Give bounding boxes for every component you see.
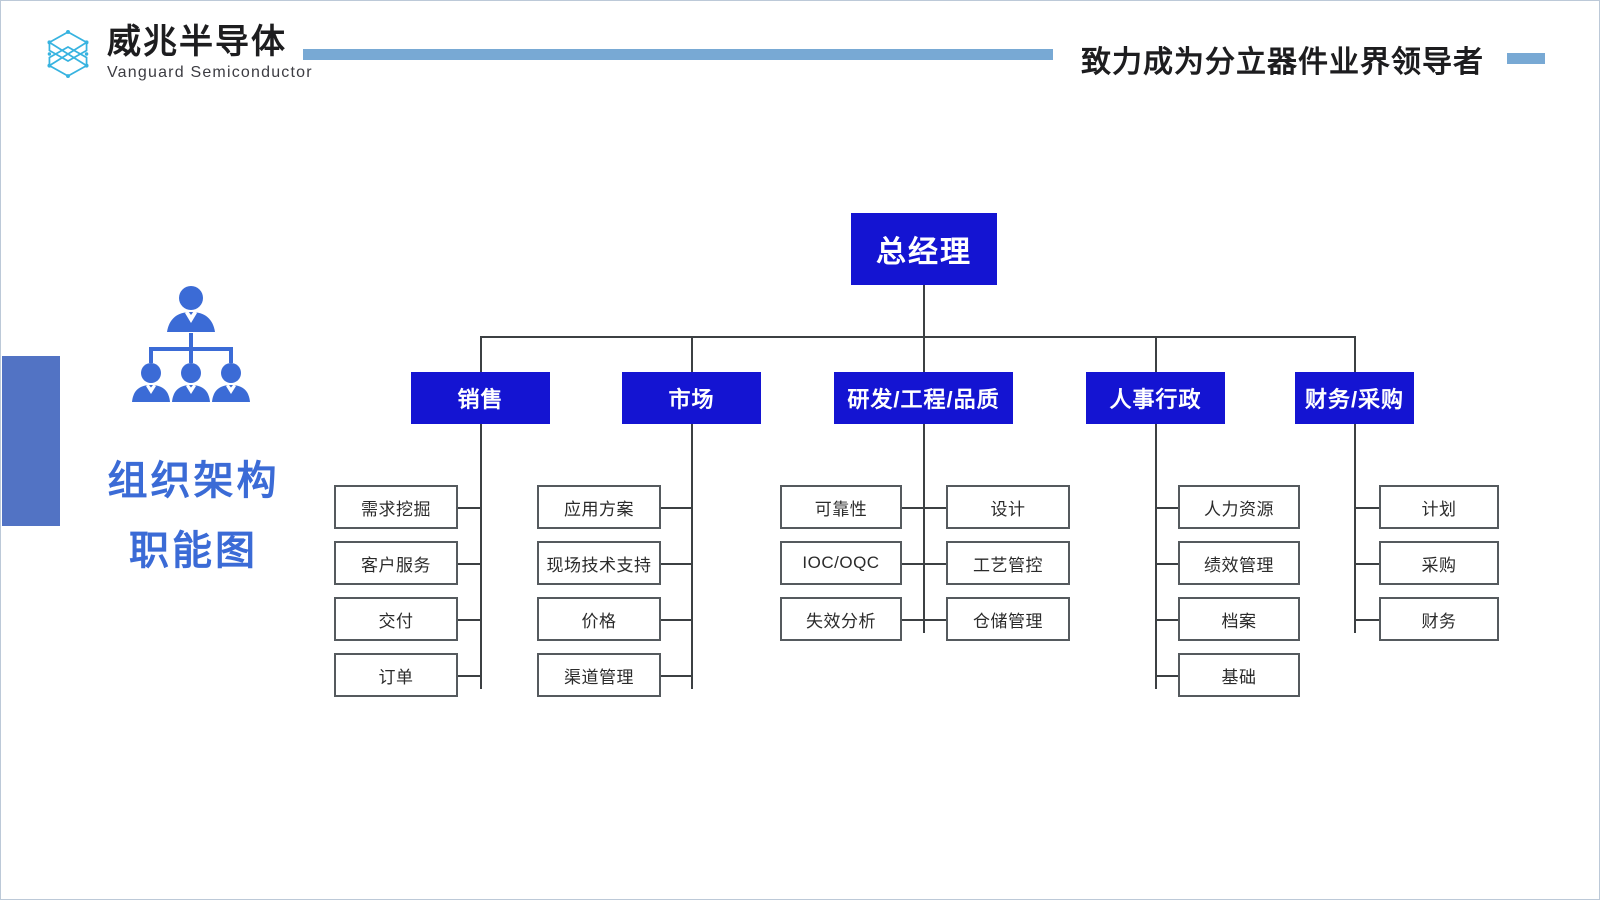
page-title: 组织架构 职能图 bbox=[71, 446, 316, 586]
node-leaf-finance-0[interactable]: 计划 bbox=[1379, 485, 1499, 529]
company-logo: 威兆半导体 Vanguard Semiconductor bbox=[39, 23, 313, 83]
node-dept-sales[interactable]: 销售 bbox=[411, 372, 550, 424]
node-dept-rnd[interactable]: 研发/工程/品质 bbox=[834, 372, 1013, 424]
connector-spine-sales bbox=[480, 424, 482, 689]
connector-tick-rnd-right-1 bbox=[923, 563, 946, 565]
connector-spine-hr bbox=[1155, 424, 1157, 689]
node-leaf-sales-3[interactable]: 订单 bbox=[334, 653, 458, 697]
logo-chinese-name: 威兆半导体 bbox=[107, 23, 287, 61]
node-leaf-sales-2[interactable]: 交付 bbox=[334, 597, 458, 641]
connector-tick-sales-0 bbox=[457, 507, 481, 509]
node-leaf-rnd-left-1[interactable]: IOC/OQC bbox=[780, 541, 902, 585]
connector-tick-market-2 bbox=[661, 619, 692, 621]
connector-tick-sales-2 bbox=[457, 619, 481, 621]
connector-bus bbox=[480, 336, 1355, 338]
node-leaf-market-3[interactable]: 渠道管理 bbox=[537, 653, 661, 697]
node-leaf-finance-2[interactable]: 财务 bbox=[1379, 597, 1499, 641]
node-leaf-hr-1[interactable]: 绩效管理 bbox=[1178, 541, 1300, 585]
connector-tick-hr-3 bbox=[1155, 675, 1178, 677]
connector-tick-rnd-left-2 bbox=[902, 619, 924, 621]
connector-tick-hr-0 bbox=[1155, 507, 1178, 509]
connector-tick-hr-2 bbox=[1155, 619, 1178, 621]
connector-tick-sales-3 bbox=[457, 675, 481, 677]
connector-spine-finance bbox=[1354, 424, 1356, 633]
connector-tick-market-1 bbox=[661, 563, 692, 565]
connector-tick-rnd-left-1 bbox=[902, 563, 924, 565]
node-leaf-hr-3[interactable]: 基础 bbox=[1178, 653, 1300, 697]
connector-tick-finance-1 bbox=[1354, 563, 1379, 565]
node-root[interactable]: 总经理 bbox=[851, 213, 997, 285]
connector-drop-finance bbox=[1354, 336, 1356, 372]
node-leaf-rnd-left-0[interactable]: 可靠性 bbox=[780, 485, 902, 529]
node-leaf-sales-1[interactable]: 客户服务 bbox=[334, 541, 458, 585]
node-leaf-hr-0[interactable]: 人力资源 bbox=[1178, 485, 1300, 529]
node-leaf-market-1[interactable]: 现场技术支持 bbox=[537, 541, 661, 585]
connector-drop-rnd bbox=[923, 336, 925, 372]
connector-spine-market bbox=[691, 424, 693, 689]
connector-tick-hr-1 bbox=[1155, 563, 1178, 565]
connector-tick-market-3 bbox=[661, 675, 692, 677]
connector-drop-sales bbox=[480, 336, 482, 372]
page-title-line1: 组织架构 bbox=[107, 459, 280, 503]
node-leaf-sales-0[interactable]: 需求挖掘 bbox=[334, 485, 458, 529]
connector-tick-rnd-right-0 bbox=[923, 507, 946, 509]
node-leaf-hr-2[interactable]: 档案 bbox=[1178, 597, 1300, 641]
connector-tick-sales-1 bbox=[457, 563, 481, 565]
node-leaf-market-2[interactable]: 价格 bbox=[537, 597, 661, 641]
connector-drop-market bbox=[691, 336, 693, 372]
node-leaf-rnd-right-2[interactable]: 仓储管理 bbox=[946, 597, 1070, 641]
node-leaf-rnd-right-1[interactable]: 工艺管控 bbox=[946, 541, 1070, 585]
connector-tick-rnd-right-2 bbox=[923, 619, 946, 621]
header-dash-accent bbox=[1507, 53, 1545, 64]
node-leaf-finance-1[interactable]: 采购 bbox=[1379, 541, 1499, 585]
org-hierarchy-people-icon bbox=[132, 286, 250, 402]
header-tagline: 致力成为分立器件业界领导者 bbox=[1081, 46, 1484, 79]
connector-tick-finance-0 bbox=[1354, 507, 1379, 509]
logo-english-name: Vanguard Semiconductor bbox=[107, 64, 313, 81]
connector-tick-finance-2 bbox=[1354, 619, 1379, 621]
page-title-line2: 职能图 bbox=[129, 529, 258, 573]
connector-drop-hr bbox=[1155, 336, 1157, 372]
connector-tick-rnd-left-0 bbox=[902, 507, 924, 509]
connector-tick-market-0 bbox=[661, 507, 692, 509]
vanguard-hexagon-logo-icon bbox=[47, 29, 89, 79]
node-dept-finance[interactable]: 财务/采购 bbox=[1295, 372, 1414, 424]
node-dept-market[interactable]: 市场 bbox=[622, 372, 761, 424]
node-leaf-market-0[interactable]: 应用方案 bbox=[537, 485, 661, 529]
header-rule bbox=[303, 49, 1053, 60]
node-dept-hr[interactable]: 人事行政 bbox=[1086, 372, 1225, 424]
node-leaf-rnd-left-2[interactable]: 失效分析 bbox=[780, 597, 902, 641]
node-leaf-rnd-right-0[interactable]: 设计 bbox=[946, 485, 1070, 529]
logo-text-group: 威兆半导体 Vanguard Semiconductor bbox=[107, 23, 313, 83]
connector-root-stem bbox=[923, 285, 925, 337]
connector-spine-rnd bbox=[923, 424, 925, 633]
left-accent-block bbox=[2, 356, 60, 526]
